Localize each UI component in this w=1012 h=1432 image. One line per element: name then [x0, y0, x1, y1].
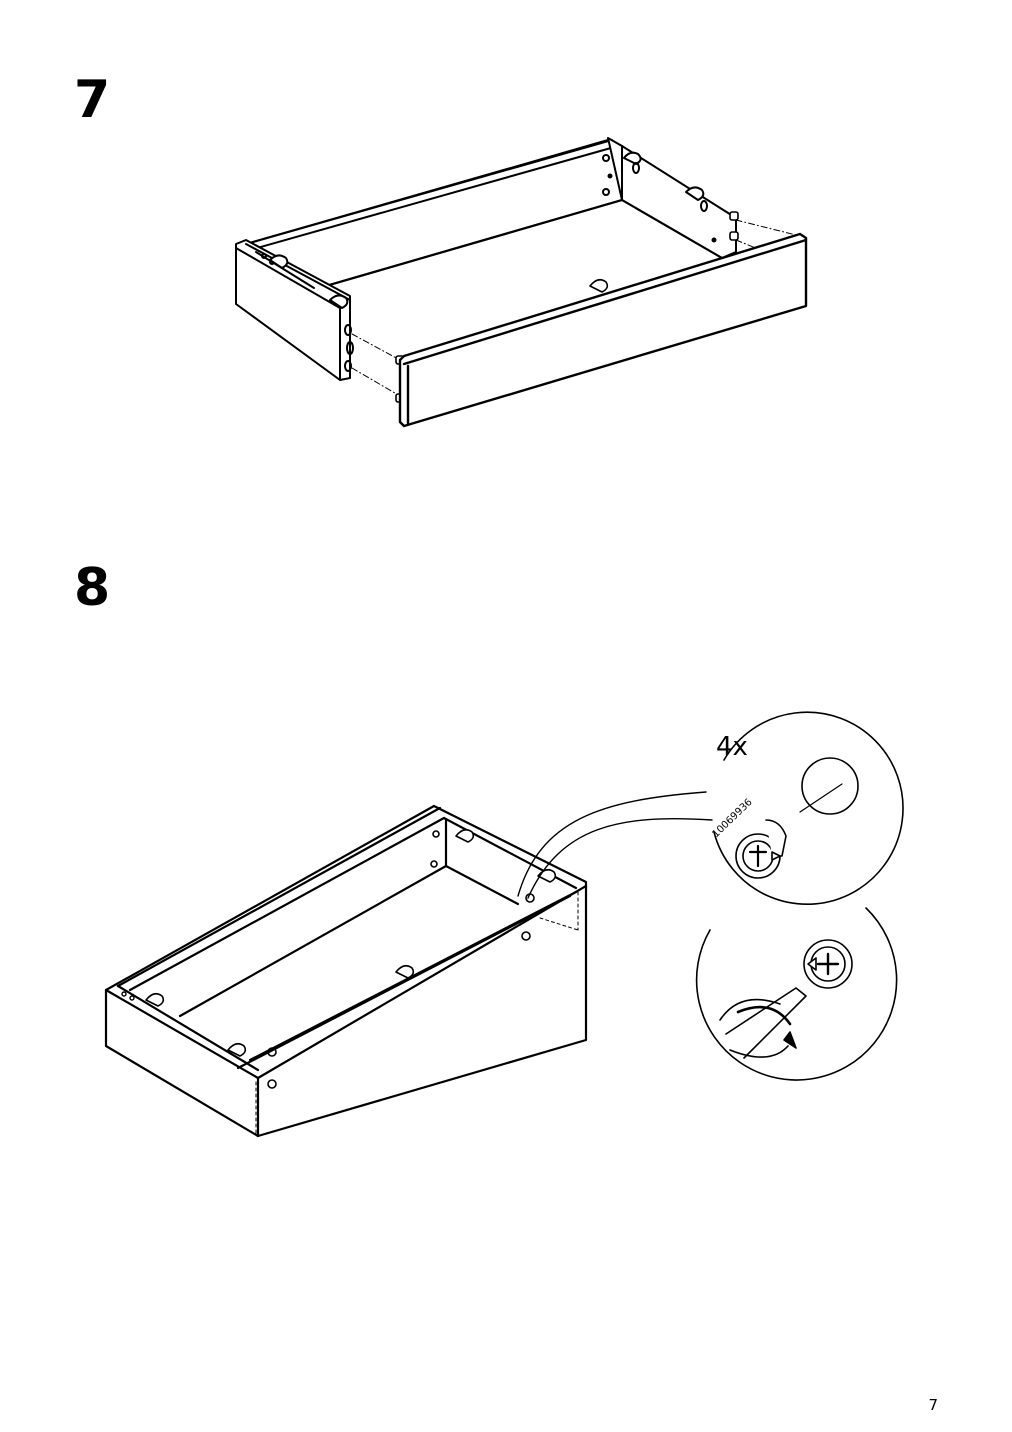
- quantity-label: 4x: [716, 732, 748, 762]
- page-number: 7: [928, 1396, 938, 1414]
- drawer-front-panel: [398, 232, 808, 428]
- step-8-number: 8: [74, 558, 111, 618]
- assembled-drawer-box: [104, 804, 588, 1138]
- drawer-left-side-panel: [235, 239, 354, 381]
- step-7-number: 7: [74, 70, 111, 130]
- part-number-label: 10069936: [710, 797, 754, 840]
- callout-leader: [517, 791, 713, 899]
- drawer-right-side-panel: [602, 137, 737, 259]
- cam-lock-detail-circle: [713, 711, 904, 905]
- screwdriver-detail-circle: [695, 907, 898, 1081]
- drawer-bottom-panel: [310, 198, 624, 292]
